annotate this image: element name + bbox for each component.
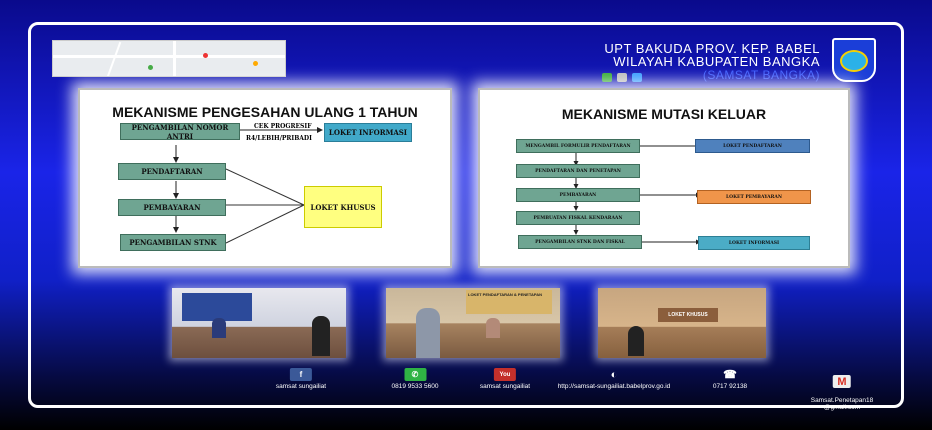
province-emblem-icon [832, 38, 876, 82]
diagram-mutasi: MEKANISME MUTASI KELUAR MENGAMBIL FORMUL… [478, 88, 850, 268]
header-line-2: WILAYAH KABUPATEN BANGKA [613, 54, 820, 69]
logo-icon [602, 73, 613, 82]
header-line-1: UPT BAKUDA PROV. KEP. BABEL [604, 41, 820, 56]
footer-phone[interactable]: ☎ 0717 92138 [713, 368, 747, 390]
info-box: LOKET INFORMASI [324, 123, 412, 142]
location-map[interactable] [52, 40, 286, 77]
gmail-icon: M [833, 375, 851, 388]
institution-header: UPT BAKUDA PROV. KEP. BABEL WILAYAH KABU… [602, 41, 820, 82]
step-box: PENDAFTARAN DAN PENETAPAN [516, 164, 640, 178]
youtube-icon: You [493, 368, 516, 381]
footer-youtube[interactable]: You samsat sungailiat [480, 368, 530, 390]
service-photo-1 [172, 288, 346, 358]
footer-facebook[interactable]: f samsat sungailiat [276, 368, 326, 390]
target-box: LOKET PENDAFTARAN [695, 139, 810, 153]
step-box: PENDAFTARAN [118, 163, 226, 180]
arrow-label: CEK PROGRESIF [254, 123, 312, 130]
diagram-title: MEKANISME MUTASI KELUAR [561, 106, 767, 122]
whatsapp-icon: ✆ [404, 368, 426, 381]
flow-arrows [173, 127, 323, 244]
counter-sign: LOKET KHUSUS [658, 308, 718, 322]
counter-sign: LOKET PENDAFTARAN & PENETAPAN [466, 290, 552, 314]
flow-arrows [573, 143, 701, 245]
partner-logos [602, 73, 643, 82]
step-box: PEMBAYARAN [516, 188, 640, 202]
service-photo-2: LOKET PENDAFTARAN & PENETAPAN [386, 288, 560, 358]
target-box: LOKET INFORMASI [698, 236, 810, 250]
footer-label: http://samsat-sungailiat.babelprov.go.id [557, 383, 671, 390]
step-box: PENGAMBILAN STNK [120, 234, 226, 251]
footer-website[interactable]: ◐ http://samsat-sungailiat.babelprov.go.… [557, 368, 671, 391]
main-frame [28, 22, 904, 408]
diagram-pengesahan: MEKANISME PENGESAHAN ULANG 1 TAHUN PENGA… [78, 88, 452, 268]
jasa-raharja-logo-icon [632, 73, 643, 82]
step-box: MENGAMBIL FORMULIR PENDAFTARAN [516, 139, 640, 153]
target-box: LOKET PEMBAYARAN [697, 190, 811, 204]
footer-label: 0717 92138 [712, 383, 748, 390]
facebook-icon: f [289, 368, 312, 381]
step-box: PENGAMBILAN NOMOR ANTRI [120, 123, 240, 141]
footer-label: 0819 9533 5600 [391, 383, 439, 390]
footer-label: samsat sungailiat [479, 383, 531, 390]
header-line-3: (SAMSAT BANGKA) [702, 68, 820, 82]
telephone-icon: ☎ [723, 369, 737, 381]
footer-label: samsat sungailiat [275, 383, 327, 390]
service-photo-3: LOKET KHUSUS [598, 288, 766, 358]
web-icon: ◐ [610, 368, 618, 381]
footer-whatsapp[interactable]: ✆ 0819 9533 5600 [392, 368, 439, 390]
step-box: PEMBUATAN FISKAL KENDARAAN [516, 211, 640, 225]
arrow-label: R4/LEBIH/PRIBADI [246, 135, 312, 142]
police-logo-icon [617, 73, 628, 82]
diagram-title: MEKANISME PENGESAHAN ULANG 1 TAHUN [112, 104, 418, 120]
special-box: LOKET KHUSUS [304, 186, 382, 228]
step-box: PEMBAYARAN [118, 199, 226, 216]
footer-email[interactable]: M Samsat.Penetapan18 @gmail.com [810, 368, 874, 418]
step-box: PENGAMBILAN STNK DAN FISKAL [518, 235, 642, 249]
footer-label: Samsat.Penetapan18 @gmail.com [810, 397, 874, 411]
